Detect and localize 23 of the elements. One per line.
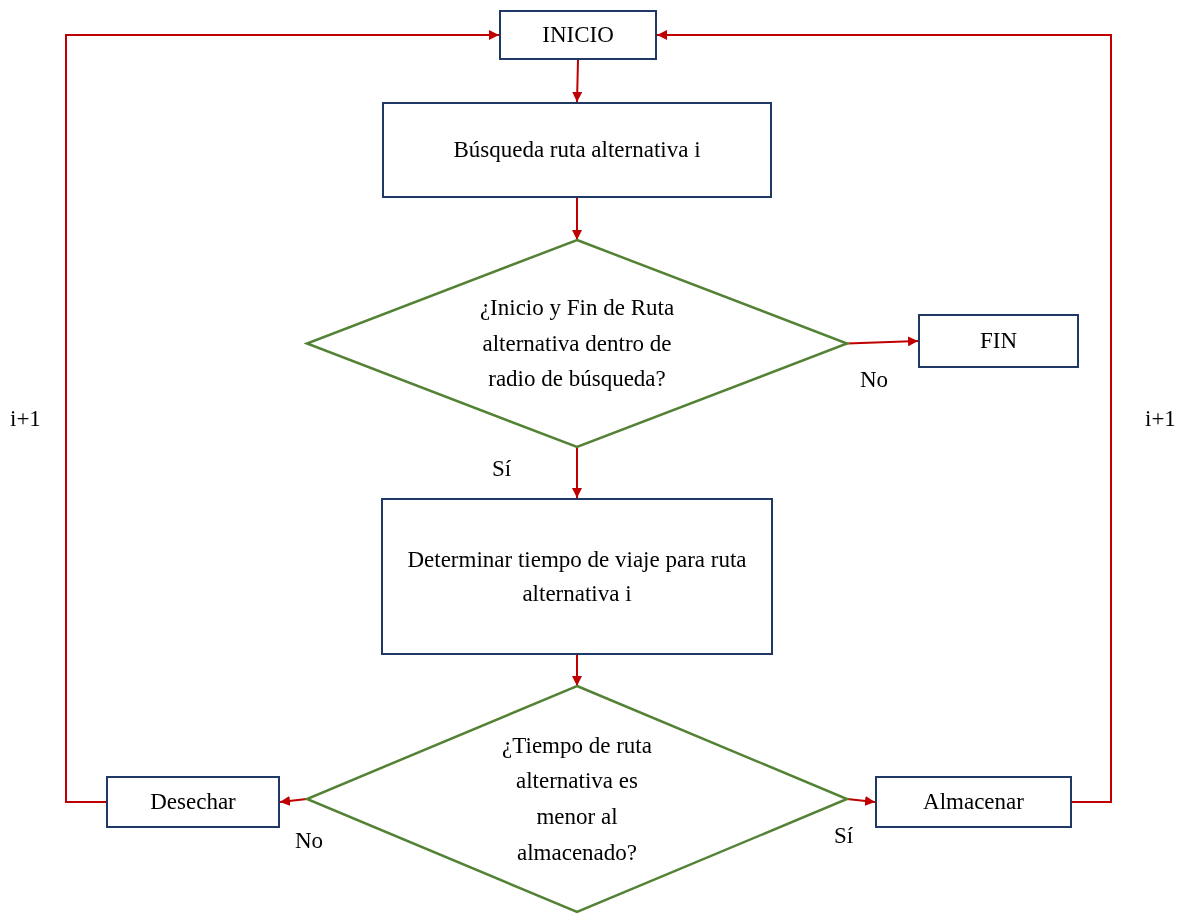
process-box <box>499 10 657 60</box>
node-text: ¿Tiempo de ruta alternativa es menor al almacenado? <box>501 731 653 867</box>
process-box <box>381 498 773 655</box>
process-box <box>918 314 1079 368</box>
arrow <box>279 795 308 806</box>
arrow <box>572 197 582 241</box>
node-text: Determinar tiempo de viaje para ruta alternativa i <box>406 546 748 608</box>
arrow <box>65 30 500 803</box>
process-box <box>875 776 1072 828</box>
arrow <box>572 654 582 687</box>
node-text: FIN <box>979 327 1018 356</box>
arrow <box>846 336 919 347</box>
node-text: Desechar <box>150 788 236 817</box>
arrow <box>572 446 582 499</box>
arrow <box>572 59 583 103</box>
node-text: Almacenar <box>923 788 1024 817</box>
node-text: ¿Inicio y Fin de Ruta alternativa dentro de radio de búsqueda? <box>478 294 676 394</box>
node-text: INICIO <box>542 21 614 50</box>
process-box <box>106 776 280 828</box>
arrow <box>846 795 876 806</box>
arrow <box>656 30 1112 803</box>
node-text: Búsqueda ruta alternativa i <box>453 136 701 165</box>
process-box <box>382 102 772 198</box>
